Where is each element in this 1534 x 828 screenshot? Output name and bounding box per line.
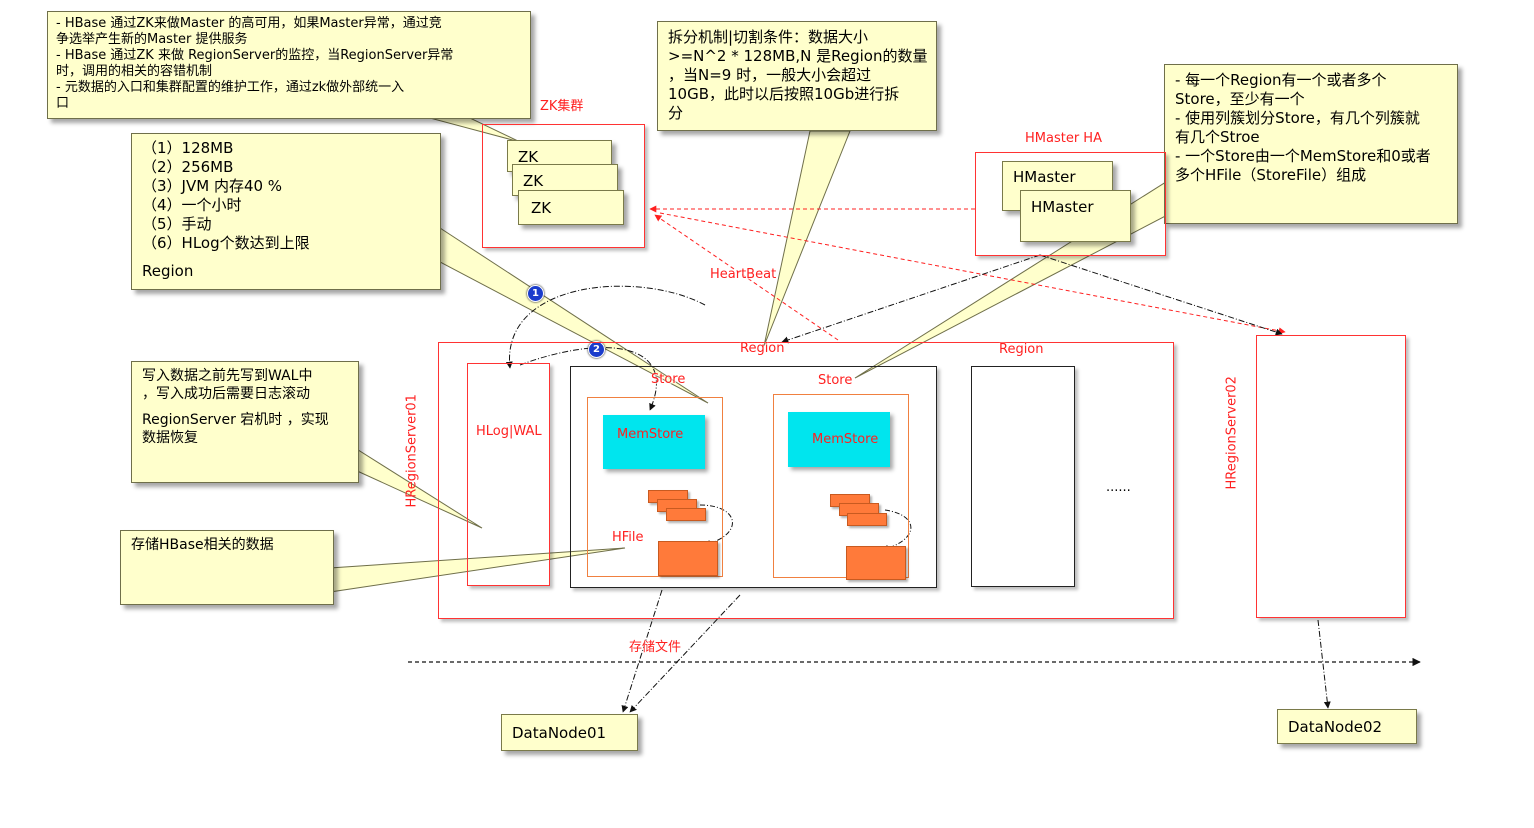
regionserver01-label: HRegionServer01 xyxy=(404,394,420,508)
storage-arrow-dn01-2 xyxy=(629,594,741,713)
zk-ha-note-line: 时，调用的相关的容错机制 xyxy=(56,64,213,79)
split-note-line: 分 xyxy=(668,104,684,122)
wal-note: 写入数据之前先写到WAL中 ，写入成功后需要日志滚动 RegionServer … xyxy=(131,361,359,483)
hfile-block xyxy=(847,513,887,526)
store-box xyxy=(773,394,909,578)
memstore-label: MemStore xyxy=(812,432,879,447)
split-note-line: 拆分机制|切割条件：数据大小 xyxy=(668,28,869,46)
wal-note-line: ，写入成功后需要日志滚动 xyxy=(142,386,310,402)
zk-node: ZK xyxy=(518,190,624,225)
hfile-merged-block xyxy=(846,546,906,580)
wal-note-line: 写入数据之前先写到WAL中 xyxy=(142,368,313,384)
hlog-wal-label: HLog|WAL xyxy=(476,424,542,439)
flush-condition-item: （6）HLog个数达到上限 xyxy=(142,234,310,252)
hmaster-node-label: HMaster xyxy=(1031,198,1094,216)
split-note-line: >=N^2 * 128MB,N 是Region的数量 xyxy=(668,47,928,65)
store-box xyxy=(587,397,723,577)
store-label: Store xyxy=(818,373,853,388)
wal-note-line: RegionServer 宕机时 ，实现 xyxy=(142,412,329,428)
store-note: - 每一个Region有一个或者多个 Store，至少有一个 - 使用列簇划分S… xyxy=(1164,64,1458,224)
split-note-line: 10GB，此时以后按照10Gb进行拆 xyxy=(668,85,900,103)
datanode01-label: DataNode01 xyxy=(512,724,607,742)
store-note-line: 有几个Stroe xyxy=(1175,128,1260,146)
step-1-marker: 1 xyxy=(527,285,544,302)
hfile-merged-block xyxy=(658,541,718,576)
hdfs-note: 存储HBase相关的数据 xyxy=(120,530,334,605)
split-note-pointer xyxy=(763,130,851,347)
zk-node-label: ZK xyxy=(523,172,544,190)
store-label: Store xyxy=(651,372,686,387)
zk-ha-note-line: 争选举产生新的Master 提供服务 xyxy=(56,32,248,47)
write-to-hlog-arrow xyxy=(505,285,706,369)
flush-note-region: Region xyxy=(142,262,194,280)
store-note-line: - 每一个Region有一个或者多个 xyxy=(1175,71,1387,89)
flush-condition-item: （1）128MB xyxy=(142,139,234,157)
region-box xyxy=(971,366,1075,587)
heartbeat-line-region-zk xyxy=(654,214,839,341)
hlog-wal-box xyxy=(467,363,550,586)
zk-node-label: ZK xyxy=(531,199,552,217)
region-label: Region xyxy=(740,341,785,356)
zk-ha-note-line: 口 xyxy=(56,96,70,111)
zk-ha-note-line: - HBase 通过ZK 来做 RegionServer的监控，当RegionS… xyxy=(56,48,454,63)
step-2-marker: 2 xyxy=(588,341,605,358)
regionserver02-frame xyxy=(1256,335,1406,618)
heartbeat-label: HeartBeat xyxy=(710,267,777,282)
regionserver02-label: HRegionServer02 xyxy=(1224,376,1240,490)
datanode01-box: DataNode01 xyxy=(501,714,638,751)
more-regions-ellipsis: ...... xyxy=(1106,480,1131,495)
memstore-label: MemStore xyxy=(617,427,684,442)
store-note-line: Store，至少有一个 xyxy=(1175,90,1305,108)
region-label: Region xyxy=(999,342,1044,357)
datanode02-box: DataNode02 xyxy=(1277,709,1417,744)
hmaster-to-region-arrow xyxy=(781,254,1041,344)
hdfs-note-text: 存储HBase相关的数据 xyxy=(131,537,274,553)
flush-condition-item: （4）一个小时 xyxy=(142,196,242,214)
zk-ha-note: - HBase 通过ZK来做Master 的高可用，如果Master异常，通过竞… xyxy=(47,11,531,119)
datanode02-label: DataNode02 xyxy=(1288,718,1383,736)
hmaster-ha-frame xyxy=(975,152,1166,256)
split-note: 拆分机制|切割条件：数据大小 >=N^2 * 128MB,N 是Region的数… xyxy=(657,21,937,131)
store-note-line: - 一个Store由一个MemStore和0或者 xyxy=(1175,147,1431,165)
hfile-label: HFile xyxy=(612,530,644,545)
wal-note-line: 数据恢复 xyxy=(142,430,198,446)
memstore-block xyxy=(788,412,890,467)
zk-ha-note-line: - 元数据的入口和集群配置的维护工作，通过zk做外部统一入 xyxy=(56,80,405,95)
zk-ha-note-line: - HBase 通过ZK来做Master 的高可用，如果Master异常，通过竞 xyxy=(56,16,442,31)
hmaster-ha-label: HMaster HA xyxy=(1025,131,1102,146)
storage-file-label: 存储文件 xyxy=(629,640,682,655)
hmaster-node-label: HMaster xyxy=(1013,168,1076,186)
store-note-line: - 使用列簇划分Store，有几个列簇就 xyxy=(1175,109,1420,127)
storage-arrow-dn02 xyxy=(1317,619,1331,709)
hmaster-to-rs02-arrow xyxy=(1039,254,1283,336)
flush-condition-item: （5）手动 xyxy=(142,215,212,233)
region-box xyxy=(570,366,937,588)
store-note-line: 多个HFile（StoreFile）组成 xyxy=(1175,166,1367,184)
zk-node-label: ZK xyxy=(518,148,539,166)
regionserver01-frame xyxy=(438,342,1174,619)
hfile-block xyxy=(666,508,706,521)
flush-condition-item: （2）256MB xyxy=(142,158,234,176)
flush-conditions-note: （1）128MB （2）256MB （3）JVM 内存40 % （4）一个小时 … xyxy=(131,133,441,290)
hmaster-node: HMaster xyxy=(1020,190,1131,242)
split-note-line: ，当N=9 时，一般大小会超过 xyxy=(668,66,872,84)
zk-cluster-frame xyxy=(482,124,645,248)
memstore-block xyxy=(603,415,705,469)
flush-condition-item: （3）JVM 内存40 % xyxy=(142,177,283,195)
zk-cluster-label: ZK集群 xyxy=(540,99,584,114)
heartbeat-line-zk-rs02 xyxy=(659,212,1286,335)
